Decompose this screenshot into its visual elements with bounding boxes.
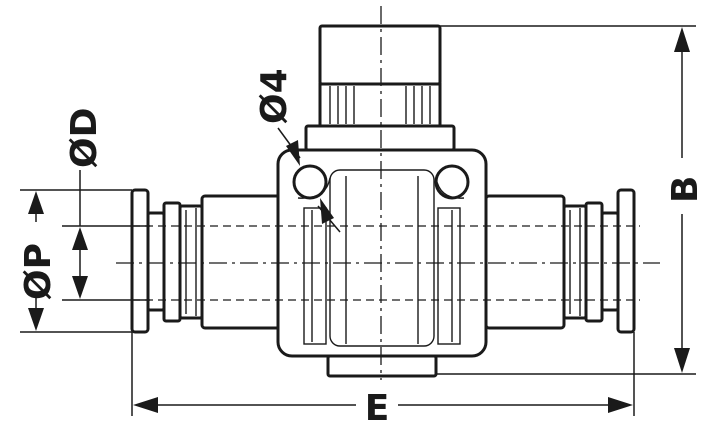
- label-phi-4: Ø4: [254, 68, 295, 124]
- dimension-4: [277, 127, 341, 233]
- right-mounting-hole: [434, 164, 470, 200]
- left-fitting: [130, 188, 282, 334]
- center-lines: [116, 6, 660, 380]
- label-e: E: [365, 388, 390, 429]
- dimension-b: [436, 25, 696, 375]
- label-phi-d: ØD: [64, 108, 105, 169]
- knob: [304, 24, 456, 152]
- bore-hidden-lines: [132, 225, 640, 301]
- dimension-p: [20, 189, 132, 333]
- label-b: B: [665, 176, 706, 203]
- dimension-d: [62, 170, 150, 301]
- dimension-e: [131, 332, 635, 416]
- valve-body: [276, 148, 488, 378]
- label-phi-p: ØP: [18, 243, 59, 300]
- right-fitting: [484, 188, 636, 334]
